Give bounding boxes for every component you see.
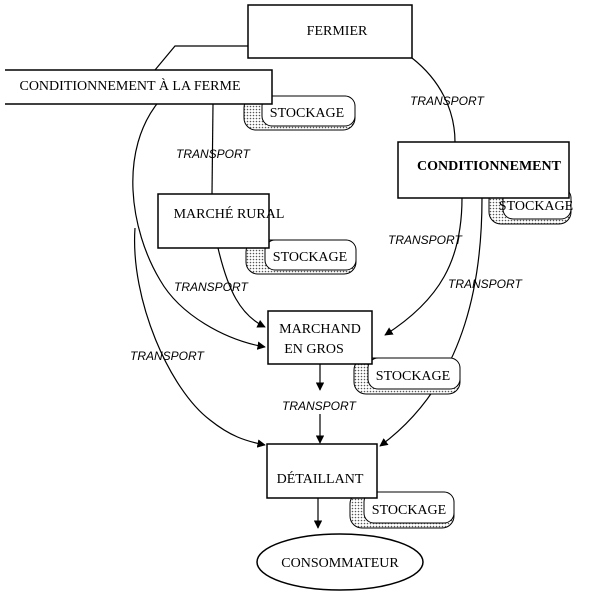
storage-label: STOCKAGE (372, 503, 446, 518)
edge-conditionnement-marchand (384, 197, 463, 336)
storage-badge-marchand: STOCKAGE (353, 357, 461, 395)
storage-badge-cond-ferme: STOCKAGE (243, 95, 356, 131)
node-marchand-label-2: EN GROS (284, 342, 344, 357)
storage-label: STOCKAGE (270, 106, 344, 121)
node-marche-rural: MARCHÉ RURAL (157, 193, 285, 249)
node-conditionnement-ferme: CONDITIONNEMENT À LA FERME (5, 69, 273, 105)
nodes: FERMIER CONDITIONNEMENT À LA FERME CONDI… (5, 4, 570, 591)
node-marchand-en-gros: MARCHAND EN GROS (267, 310, 373, 365)
edge-fermier-conditionnement (411, 57, 456, 143)
transport-label-cond-detaillant: TRANSPORT (448, 277, 523, 291)
node-fermier-label: FERMIER (307, 24, 368, 39)
edge-condferme-marcherural (211, 103, 214, 195)
node-conditionnement-ferme-label: CONDITIONNEMENT À LA FERME (19, 77, 240, 94)
edge-left-detaillant (133, 227, 266, 448)
transport-label-marchand: TRANSPORT (282, 399, 357, 413)
node-conditionnement: CONDITIONNEMENT (397, 141, 570, 199)
node-marchand-label-1: MARCHAND (279, 322, 361, 337)
transport-labels: TRANSPORT TRANSPORT TRANSPORT TRANSPORT … (130, 94, 523, 413)
storage-label: STOCKAGE (376, 369, 450, 384)
node-consommateur-label: CONSOMMATEUR (281, 556, 399, 571)
storage-badge-detaillant: STOCKAGE (349, 491, 455, 529)
transport-label-marcherural: TRANSPORT (174, 280, 249, 294)
transport-label-left: TRANSPORT (130, 349, 205, 363)
node-consommateur: CONSOMMATEUR (256, 533, 424, 591)
node-marche-rural-label: MARCHÉ RURAL (174, 205, 285, 222)
transport-label-cond-marchand: TRANSPORT (388, 233, 463, 247)
node-conditionnement-label: CONDITIONNEMENT (417, 159, 562, 174)
storage-label: STOCKAGE (499, 199, 573, 214)
transport-label-fermier: TRANSPORT (410, 94, 485, 108)
edge-conditionnement-detaillant (379, 197, 483, 447)
node-detaillant-label: DÉTAILLANT (277, 470, 364, 487)
node-detaillant: DÉTAILLANT (266, 443, 378, 499)
edge-condferme-marchand (132, 99, 266, 350)
storage-label: STOCKAGE (273, 250, 347, 265)
node-fermier: FERMIER (247, 4, 413, 59)
edge-fermier-cond-ferme (154, 45, 248, 71)
connectors (132, 45, 483, 529)
edge-marcherural-marchand (217, 247, 266, 328)
transport-label-condferme: TRANSPORT (176, 147, 251, 161)
storage-badge-marche-rural: STOCKAGE (245, 239, 357, 275)
